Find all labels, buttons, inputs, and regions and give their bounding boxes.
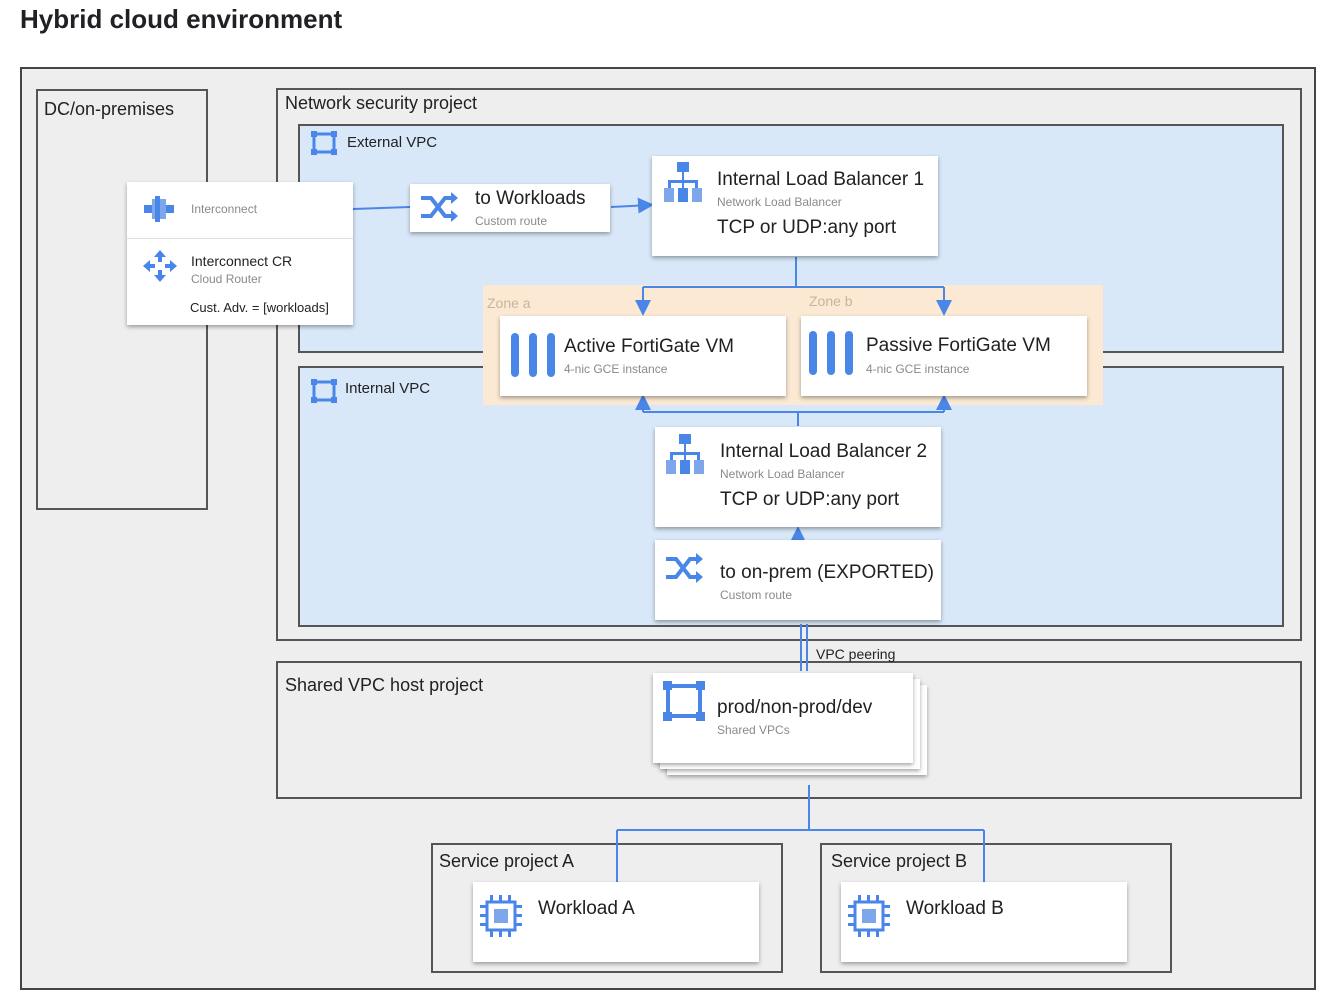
workload-a-label: Workload A <box>538 898 635 919</box>
passive-vm-subtitle: 4-nic GCE instance <box>866 362 970 376</box>
interconnect-cr-subtitle: Cloud Router <box>191 272 262 286</box>
route-to-on-prem-title: to on-prem (EXPORTED) <box>720 562 934 583</box>
dc-on-premises-label: DC/on-premises <box>44 99 175 119</box>
page-title: Hybrid cloud environment <box>20 4 343 34</box>
ilb2-detail: TCP or UDP:any port <box>720 489 900 510</box>
zone-b-label: Zone b <box>809 293 853 309</box>
external-vpc-label: External VPC <box>347 134 438 151</box>
compute-chip-icon <box>478 893 524 944</box>
shuffle-route-icon <box>419 190 459 229</box>
cloud-router-icon <box>141 248 179 289</box>
load-balancer-icon <box>664 432 706 483</box>
ilb2-subtitle: Network Load Balancer <box>720 467 845 481</box>
shared-vpc-host-project-label: Shared VPC host project <box>285 675 484 695</box>
interconnect-cr-advertisement: Cust. Adv. = [workloads] <box>190 300 329 315</box>
internal-vpc-label: Internal VPC <box>345 380 431 397</box>
network-security-project-label: Network security project <box>285 93 478 113</box>
vpc-icon <box>662 680 706 727</box>
route-to-workloads-title: to Workloads <box>475 188 586 209</box>
ilb2-title: Internal Load Balancer 2 <box>720 441 928 462</box>
shuffle-route-icon <box>664 551 704 590</box>
route-to-on-prem-card[interactable] <box>655 540 941 620</box>
workload-b-label: Workload B <box>906 898 1004 919</box>
interconnect-label: Interconnect <box>191 202 258 216</box>
zone-a-label: Zone a <box>487 295 531 311</box>
vpc-peering-label: VPC peering <box>816 646 896 662</box>
vpc-icon <box>310 130 338 161</box>
passive-vm-title: Passive FortiGate VM <box>866 335 1051 356</box>
interconnect-cr-title: Interconnect CR <box>191 253 293 269</box>
vpc-icon <box>310 378 338 409</box>
workload-a-card[interactable] <box>473 882 759 962</box>
active-vm-subtitle: 4-nic GCE instance <box>564 362 668 376</box>
route-to-workloads-card[interactable] <box>410 184 610 232</box>
load-balancer-icon <box>662 160 704 211</box>
ilb1-subtitle: Network Load Balancer <box>717 195 842 209</box>
interconnect-icon <box>142 194 178 229</box>
service-project-b-label: Service project B <box>831 851 968 871</box>
ilb1-detail: TCP or UDP:any port <box>717 217 897 238</box>
shared-vpcs-title: prod/non-prod/dev <box>717 697 873 718</box>
shared-vpcs-subtitle: Shared VPCs <box>717 723 790 737</box>
internal-load-balancer-2-card[interactable] <box>655 427 941 527</box>
ilb1-title: Internal Load Balancer 1 <box>717 169 925 190</box>
card-divider <box>127 238 353 239</box>
fortigate-bars-icon <box>509 331 559 384</box>
route-to-workloads-subtitle: Custom route <box>475 214 548 228</box>
compute-chip-icon <box>846 893 892 944</box>
active-vm-title: Active FortiGate VM <box>564 336 734 357</box>
fortigate-bars-icon <box>807 329 857 382</box>
workload-b-card[interactable] <box>841 882 1127 962</box>
service-project-a-label: Service project A <box>439 851 575 871</box>
route-to-on-prem-subtitle: Custom route <box>720 588 793 602</box>
internal-load-balancer-1-card[interactable] <box>652 156 938 256</box>
